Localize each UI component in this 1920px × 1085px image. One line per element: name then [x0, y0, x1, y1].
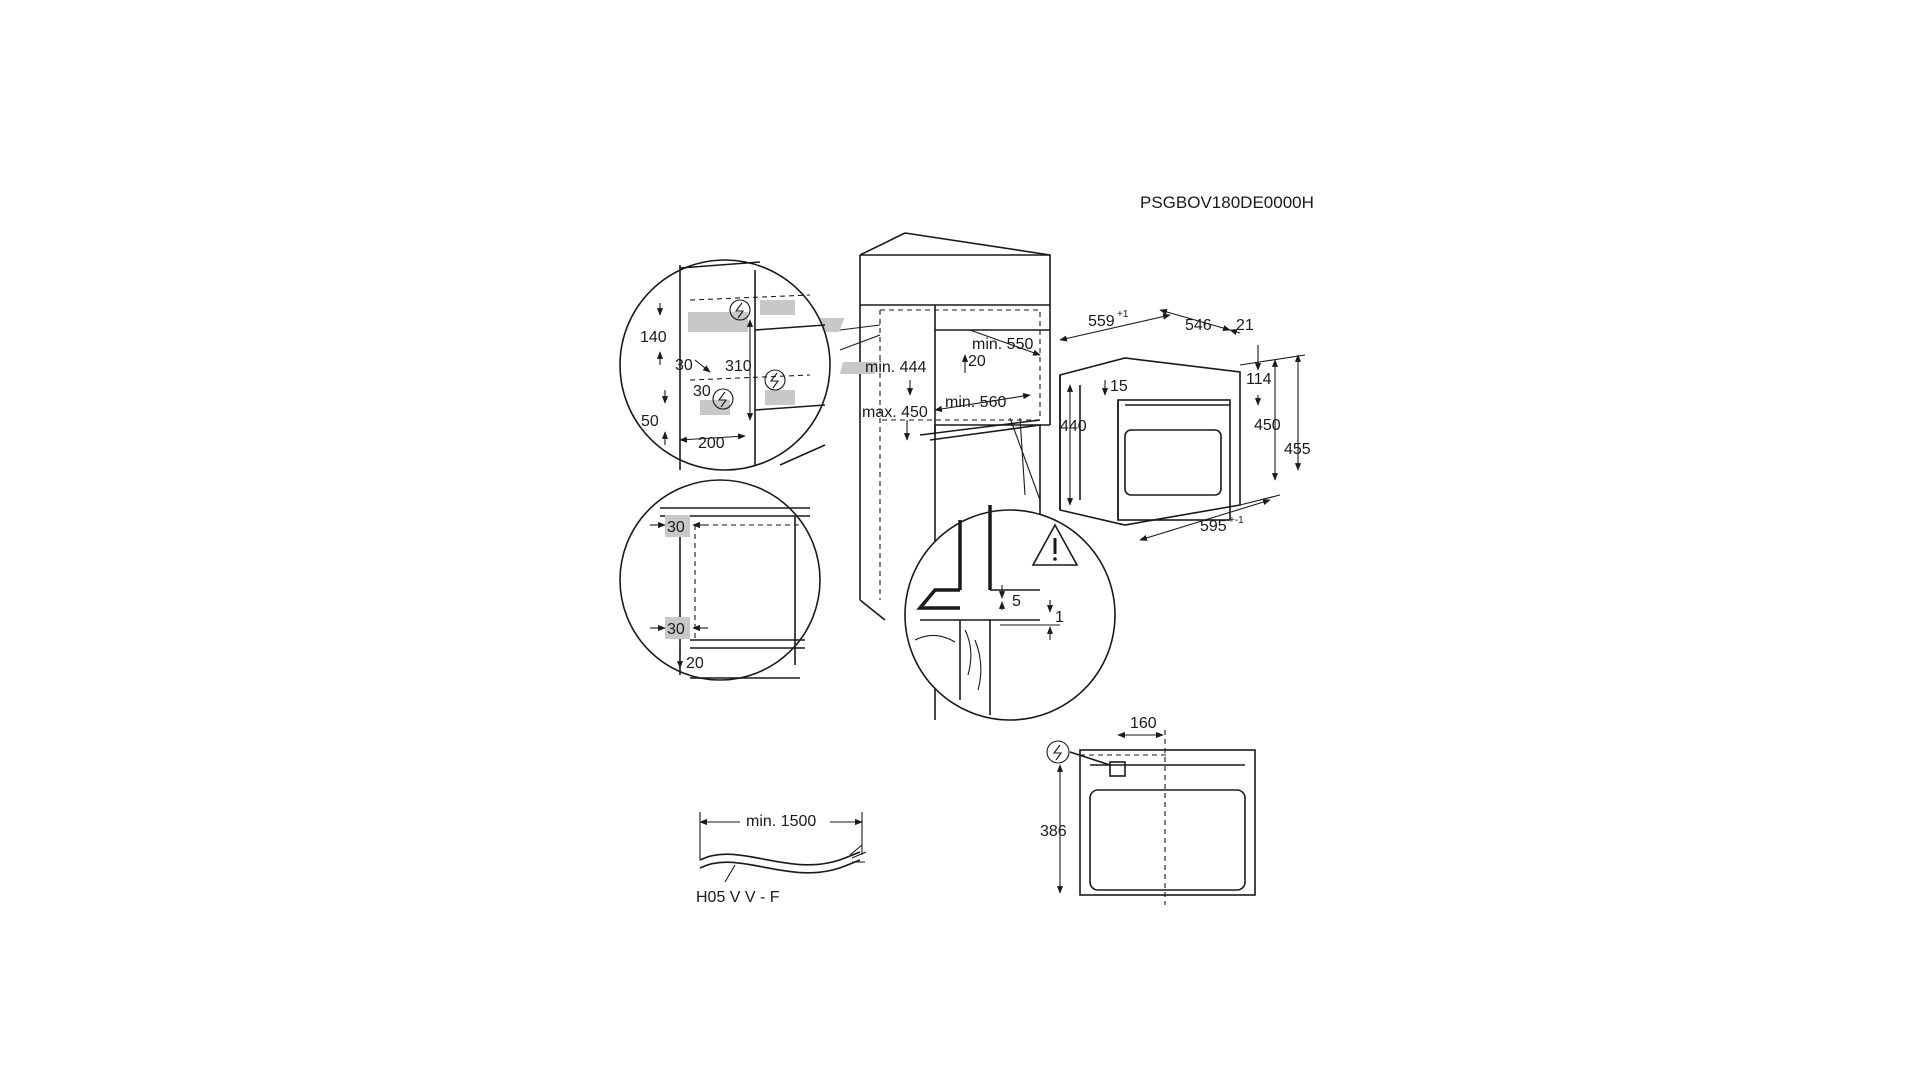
min-560-label: min. 560: [945, 394, 1006, 411]
electric-connection-icon: [729, 299, 751, 321]
warning-triangle-icon: [1031, 523, 1079, 566]
min-550-label: min. 550: [972, 336, 1033, 353]
min-444-label: min. 444: [865, 359, 926, 376]
side-dim-30-bottom: 30: [667, 621, 685, 638]
oven-h440: 440: [1060, 418, 1087, 435]
front-view-drawing: 160 386: [1040, 715, 1256, 905]
electric-connection-icon: [1046, 740, 1070, 764]
oven-w595: 595: [1200, 518, 1227, 535]
dim-310: 310: [725, 358, 752, 375]
floor-dim-1: 1: [1055, 609, 1064, 626]
oven-h114: 114: [1246, 371, 1272, 388]
cable-drawing: min. 1500 H05 V V - F: [696, 810, 867, 906]
dim-140: 140: [640, 329, 667, 346]
cable-min-1500: min. 1500: [746, 813, 816, 830]
oven-dimensions: 559 +1 546 21 114 15 440 450 455 595 +-1: [1059, 308, 1311, 541]
side-dim-30-top: 30: [667, 519, 685, 536]
oven-h450: 450: [1254, 417, 1281, 434]
dim-50: 50: [641, 413, 659, 430]
side-dim-20: 20: [686, 655, 704, 672]
product-code: PSGBOV180DE0000H: [1140, 193, 1314, 212]
dim-30a: 30: [675, 357, 693, 374]
oven-d546: 546: [1185, 317, 1212, 334]
front-w160: 160: [1130, 715, 1157, 732]
oven-w559-tol: +1: [1117, 309, 1129, 320]
detail-circle-floor: 5 1: [904, 505, 1116, 721]
cabinet-dimensions: min. 550 20 min. 444 max. 450 min. 560: [839, 324, 1041, 501]
dim-20-label: 20: [968, 353, 986, 370]
max-450-label: max. 450: [862, 404, 928, 421]
floor-dim-5: 5: [1012, 593, 1021, 610]
oven-h15: 15: [1110, 378, 1128, 395]
dim-30b: 30: [693, 383, 711, 400]
oven-drawing: [1059, 357, 1241, 526]
electric-connection-icon: [712, 388, 734, 410]
detail-circle-electric: 140 30 310 30 50 200: [619, 259, 831, 471]
oven-w559: 559: [1088, 313, 1115, 330]
dim-200: 200: [698, 435, 725, 452]
detail-circle-side: 30 30 20: [619, 479, 821, 681]
oven-h455: 455: [1284, 441, 1311, 458]
electric-connection-icon: [764, 369, 786, 391]
front-h386: 386: [1040, 823, 1067, 840]
oven-w595-tol: +-1: [1229, 515, 1244, 526]
cable-type: H05 V V - F: [696, 889, 780, 906]
oven-d21: 21: [1236, 317, 1254, 334]
